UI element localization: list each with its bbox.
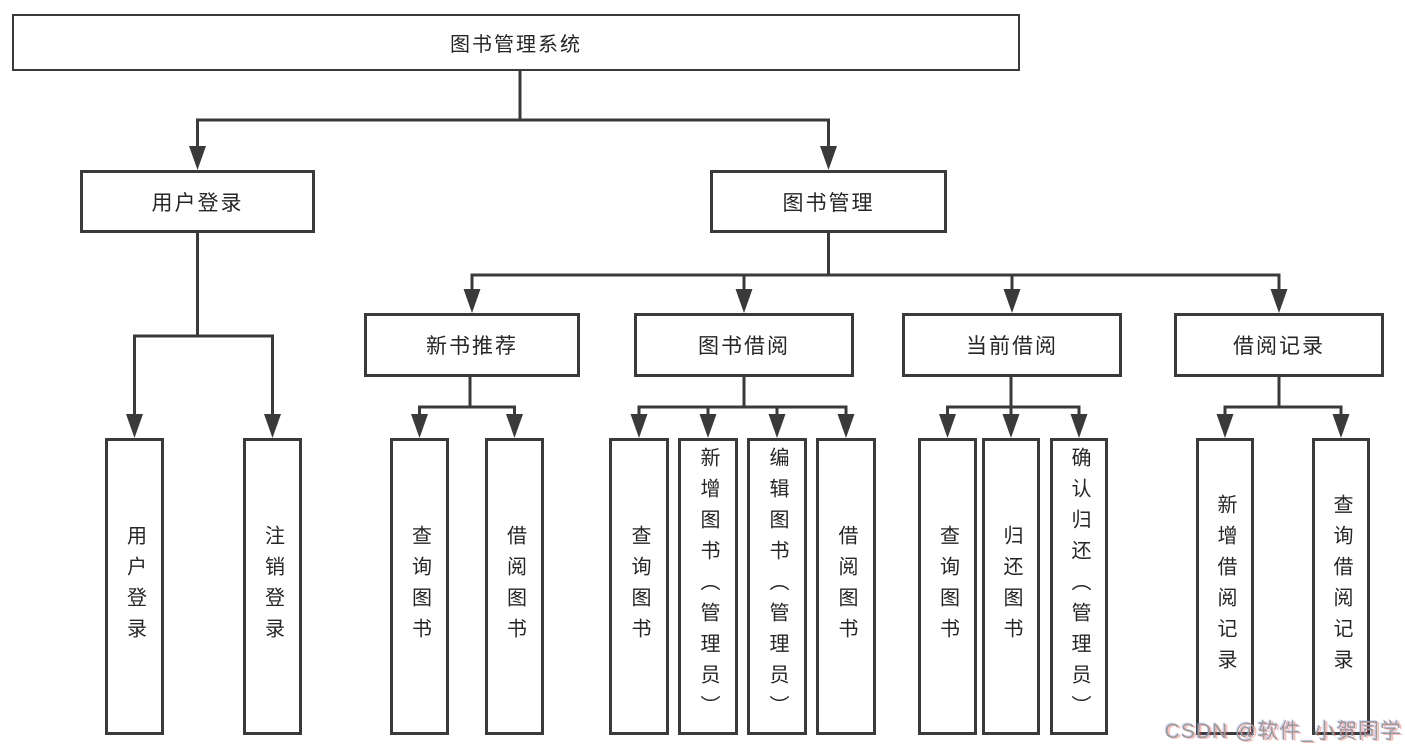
arrowhead-icon-6-0 <box>1216 414 1234 438</box>
node-leaf-user-login-label: 用户登录 <box>123 524 146 649</box>
node-borrow-records: 借阅记录 <box>1174 313 1384 377</box>
arrowhead-icon-3-0 <box>411 414 428 438</box>
arrowhead-icon-0-0 <box>189 146 206 170</box>
node-current-borrow: 当前借阅 <box>902 313 1122 377</box>
node-leaf-borrow-books-recommend-label: 借阅图书 <box>503 524 526 649</box>
node-new-book-recommend-label: 新书推荐 <box>426 335 518 358</box>
arrowhead-icon-1-0 <box>126 414 143 438</box>
arrowhead-icon-5-0 <box>939 414 956 438</box>
node-leaf-add-borrow-record: 新增借阅记录 <box>1196 438 1254 735</box>
node-leaf-query-books-current-label: 查询图书 <box>936 524 959 649</box>
node-new-book-recommend: 新书推荐 <box>364 313 580 377</box>
arrowhead-icon-3-1 <box>506 414 523 438</box>
arrowhead-icon-2-1 <box>735 289 753 313</box>
node-leaf-edit-books-admin-label: 编辑图书（管理员） <box>766 447 788 726</box>
arrowhead-icon-4-2 <box>768 414 786 438</box>
node-leaf-query-books-recommend: 查询图书 <box>390 438 449 735</box>
node-leaf-logout: 注销登录 <box>243 438 302 735</box>
node-leaf-query-books-recommend-label: 查询图书 <box>408 524 431 649</box>
arrowhead-icon-2-3 <box>1270 289 1288 313</box>
arrowhead-icon-6-1 <box>1332 414 1350 438</box>
arrowhead-icon-5-1 <box>1002 414 1020 438</box>
node-book-management-module-label: 图书管理 <box>782 191 875 215</box>
node-user-login-module: 用户登录 <box>80 170 315 233</box>
node-leaf-borrow-books-borrow: 借阅图书 <box>816 438 876 735</box>
node-root: 图书管理系统 <box>12 14 1020 71</box>
node-book-borrow-label: 图书借阅 <box>698 335 790 358</box>
node-leaf-add-books-admin: 新增图书（管理员） <box>678 438 738 735</box>
arrowhead-icon-1-1 <box>264 414 281 438</box>
arrowhead-icon-5-2 <box>1070 414 1088 438</box>
node-current-borrow-label: 当前借阅 <box>966 335 1058 358</box>
node-book-borrow: 图书借阅 <box>634 313 854 377</box>
node-leaf-user-login: 用户登录 <box>105 438 164 735</box>
node-leaf-add-borrow-record-label: 新增借阅记录 <box>1214 493 1236 680</box>
node-leaf-query-books-current: 查询图书 <box>918 438 977 735</box>
node-user-login-module-label: 用户登录 <box>151 191 244 215</box>
arrowhead-icon-2-0 <box>463 289 481 313</box>
node-leaf-query-borrow-record: 查询借阅记录 <box>1312 438 1370 735</box>
node-leaf-confirm-return-admin-label: 确认归还（管理员） <box>1068 447 1090 726</box>
node-leaf-query-books-borrow-label: 查询图书 <box>628 524 650 649</box>
arrowhead-icon-4-3 <box>837 414 855 438</box>
node-leaf-query-books-borrow: 查询图书 <box>609 438 669 735</box>
csdn-watermark: CSDN @软件_小贺同学 <box>1164 720 1402 743</box>
node-book-management-module: 图书管理 <box>710 170 947 233</box>
node-leaf-confirm-return-admin: 确认归还（管理员） <box>1050 438 1108 735</box>
node-leaf-borrow-books-borrow-label: 借阅图书 <box>835 524 857 649</box>
node-leaf-return-books: 归还图书 <box>982 438 1040 735</box>
node-leaf-query-borrow-record-label: 查询借阅记录 <box>1330 493 1352 680</box>
node-leaf-borrow-books-recommend: 借阅图书 <box>485 438 544 735</box>
node-root-label: 图书管理系统 <box>450 34 582 56</box>
node-leaf-logout-label: 注销登录 <box>261 524 284 649</box>
arrowhead-icon-4-0 <box>630 414 648 438</box>
node-leaf-add-books-admin-label: 新增图书（管理员） <box>697 447 719 726</box>
node-leaf-return-books-label: 归还图书 <box>1000 524 1022 649</box>
arrowhead-icon-0-1 <box>820 146 837 170</box>
node-leaf-edit-books-admin: 编辑图书（管理员） <box>747 438 807 735</box>
arrowhead-icon-2-2 <box>1003 289 1021 313</box>
node-borrow-records-label: 借阅记录 <box>1233 335 1325 358</box>
arrowhead-icon-4-1 <box>699 414 717 438</box>
